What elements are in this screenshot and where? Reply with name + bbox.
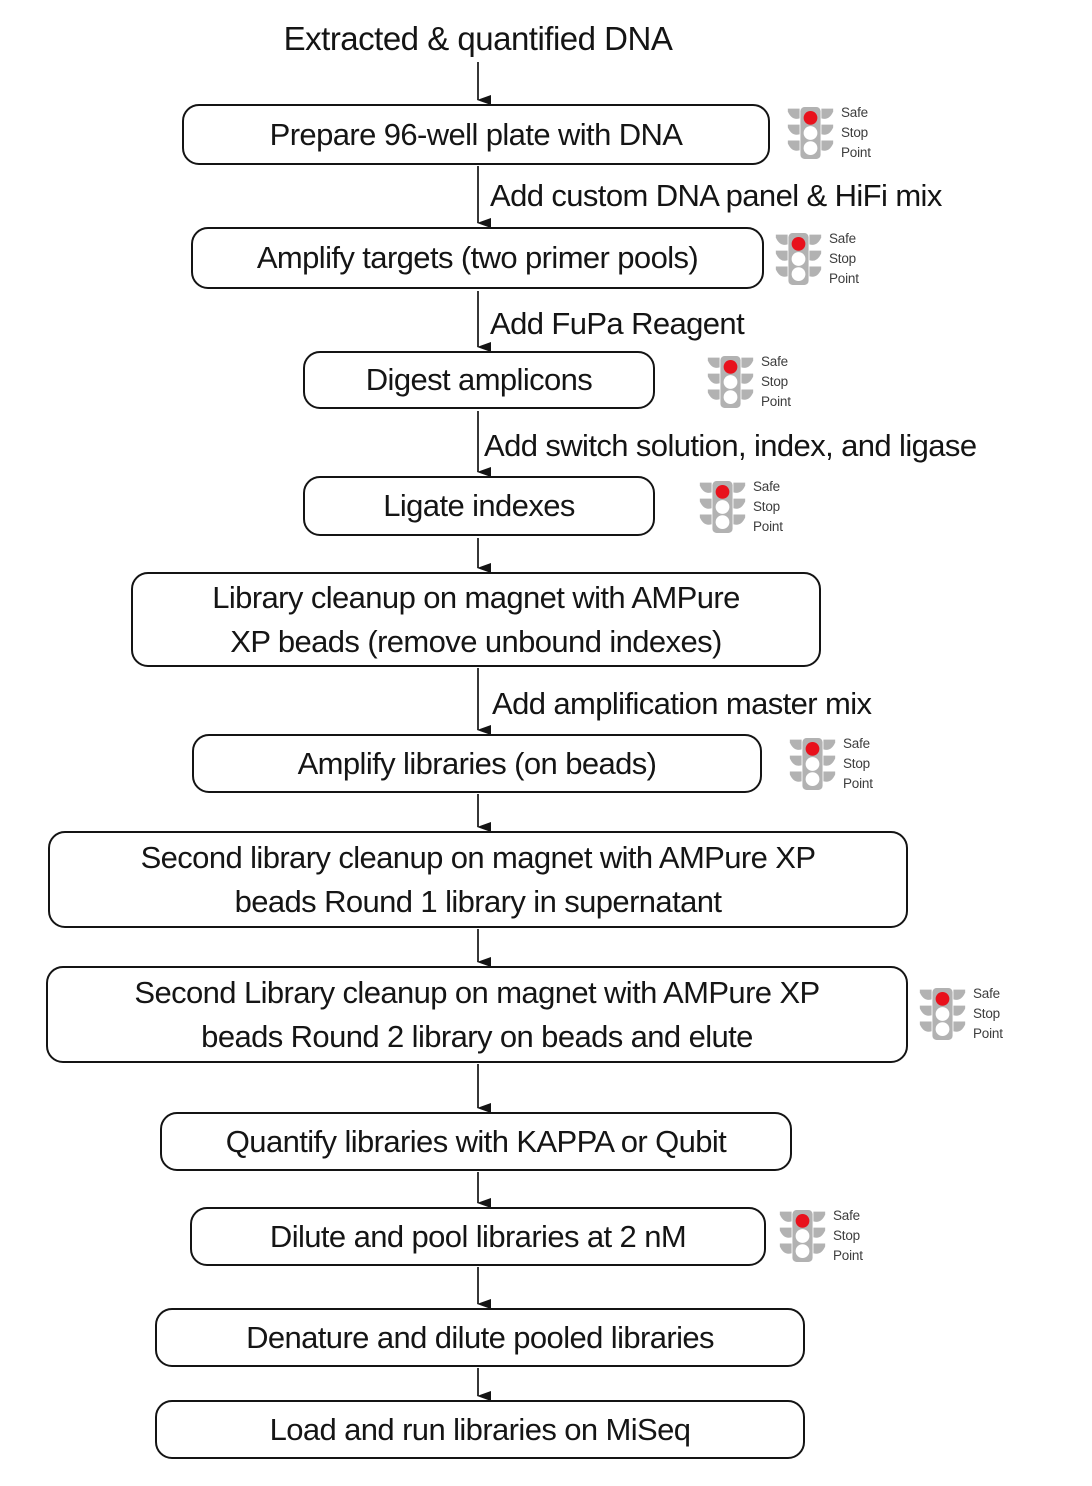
flow-step-prepare-plate: Prepare 96-well plate with DNA xyxy=(182,104,770,165)
flow-step-second-cleanup-round1: Second library cleanup on magnet with AM… xyxy=(48,831,908,928)
flow-step-quantify-libraries: Quantify libraries with KAPPA or Qubit xyxy=(160,1112,792,1171)
safe-stop-point-label: Safe Stop Point xyxy=(973,986,1003,1041)
safe-stop-point-slot: Safe Stop Point xyxy=(919,983,1003,1045)
safe-stop-point-slot: Safe Stop Point xyxy=(707,351,791,413)
edge-label-add-panel-hifi: Add custom DNA panel & HiFi mix xyxy=(490,178,942,213)
safe-stop-point-indicator: Safe Stop Point xyxy=(699,476,783,538)
edge-label-add-fupa: Add FuPa Reagent xyxy=(490,306,745,341)
flow-step-library-cleanup: Library cleanup on magnet with AMPure XP… xyxy=(131,572,821,667)
flow-step-amplify-targets: Amplify targets (two primer pools) xyxy=(191,227,764,289)
safe-stop-point-indicator: Safe Stop Point xyxy=(779,1205,863,1267)
edge-label-add-master-mix: Add amplification master mix xyxy=(492,686,872,721)
flow-step-denature-dilute: Denature and dilute pooled libraries xyxy=(155,1308,805,1367)
safe-stop-point-slot: Safe Stop Point xyxy=(787,102,871,164)
safe-stop-point-indicator: Safe Stop Point xyxy=(787,102,871,164)
flow-step-dilute-pool: Dilute and pool libraries at 2 nM xyxy=(190,1207,766,1266)
flow-step-second-cleanup-round2: Second Library cleanup on magnet with AM… xyxy=(46,966,908,1063)
safe-stop-point-label: Safe Stop Point xyxy=(833,1208,863,1263)
safe-stop-point-label: Safe Stop Point xyxy=(843,736,873,791)
traffic-light-icon xyxy=(779,1209,826,1263)
flow-step-ligate-indexes: Ligate indexes xyxy=(303,476,655,536)
safe-stop-point-slot: Safe Stop Point xyxy=(775,228,859,290)
safe-stop-point-slot: Safe Stop Point xyxy=(699,476,783,538)
traffic-light-icon xyxy=(919,987,966,1041)
safe-stop-point-slot: Safe Stop Point xyxy=(789,733,873,795)
safe-stop-point-label: Safe Stop Point xyxy=(829,231,859,286)
start-label: Extracted & quantified DNA xyxy=(283,20,673,57)
traffic-light-icon xyxy=(789,737,836,791)
safe-stop-point-indicator: Safe Stop Point xyxy=(789,733,873,795)
traffic-light-icon xyxy=(707,355,754,409)
traffic-light-icon xyxy=(699,480,746,534)
traffic-light-icon xyxy=(787,106,834,160)
safe-stop-point-slot: Safe Stop Point xyxy=(779,1205,863,1267)
traffic-light-icon xyxy=(775,232,822,286)
edge-label-add-switch-ligase: Add switch solution, index, and ligase xyxy=(484,428,977,463)
safe-stop-point-label: Safe Stop Point xyxy=(841,105,871,160)
flow-step-load-run-miseq: Load and run libraries on MiSeq xyxy=(155,1400,805,1459)
safe-stop-point-label: Safe Stop Point xyxy=(761,354,791,409)
safe-stop-point-indicator: Safe Stop Point xyxy=(919,983,1003,1045)
flow-step-digest-amplicons: Digest amplicons xyxy=(303,351,655,409)
safe-stop-point-indicator: Safe Stop Point xyxy=(775,228,859,290)
safe-stop-point-indicator: Safe Stop Point xyxy=(707,351,791,413)
safe-stop-point-label: Safe Stop Point xyxy=(753,479,783,534)
flow-step-amplify-libraries: Amplify libraries (on beads) xyxy=(192,734,762,793)
